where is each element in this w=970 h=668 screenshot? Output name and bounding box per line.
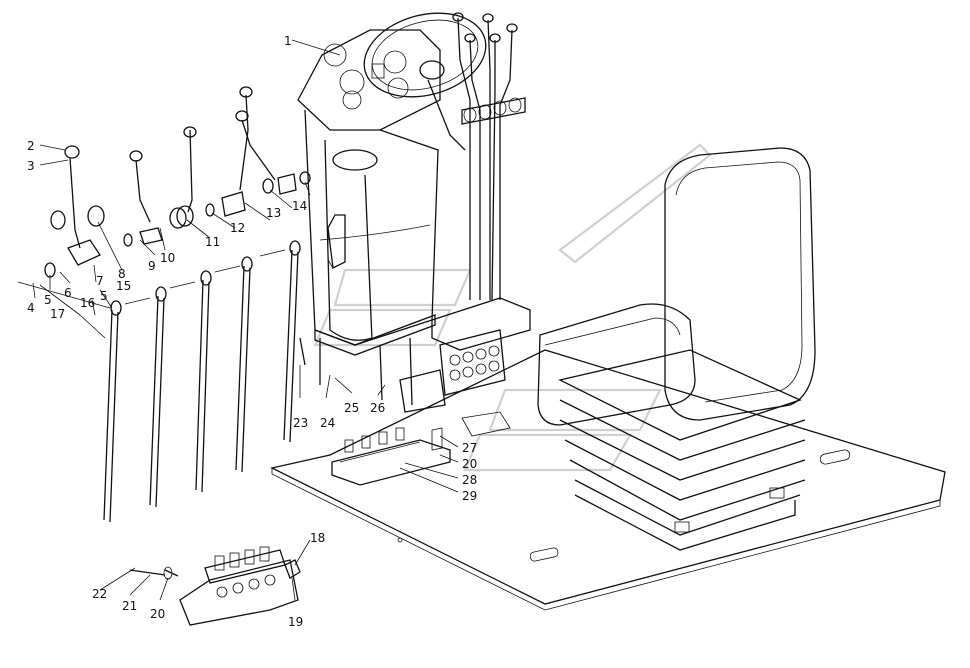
callout-1: 1 bbox=[284, 34, 292, 48]
callout-28: 28 bbox=[462, 473, 477, 487]
callout-22: 22 bbox=[92, 587, 107, 601]
callout-6: 6 bbox=[64, 286, 72, 300]
callout-27: 27 bbox=[462, 441, 477, 455]
callout-3: 3 bbox=[27, 159, 35, 173]
callout-2: 2 bbox=[27, 139, 35, 153]
valve-block-lower bbox=[129, 546, 301, 626]
watermark-logo bbox=[313, 143, 712, 472]
callout-5b: 5 bbox=[100, 289, 108, 303]
exploded-levers bbox=[44, 86, 311, 278]
callout-17: 17 bbox=[50, 307, 65, 321]
callout-18: 18 bbox=[310, 531, 325, 545]
callout-14: 14 bbox=[292, 199, 307, 213]
leader-lines bbox=[32, 39, 459, 601]
callout-10: 10 bbox=[160, 251, 175, 265]
rubber-boot bbox=[331, 427, 451, 486]
callout-21: 21 bbox=[122, 599, 137, 613]
callout-20b: 20 bbox=[462, 457, 477, 471]
callout-labels: 1 2 3 4 5 6 7 8 9 10 11 12 13 14 15 16 5… bbox=[27, 34, 477, 629]
callout-25: 25 bbox=[344, 401, 359, 415]
callout-4: 4 bbox=[27, 301, 35, 315]
callout-8: 8 bbox=[118, 267, 126, 281]
steering-console bbox=[297, 12, 487, 413]
callout-16: 16 bbox=[80, 296, 95, 310]
callout-9: 9 bbox=[148, 259, 156, 273]
floor-plate bbox=[270, 349, 946, 611]
callout-12: 12 bbox=[230, 221, 245, 235]
callout-20a: 20 bbox=[150, 607, 165, 621]
callout-19: 19 bbox=[288, 615, 303, 629]
operator-seat bbox=[537, 147, 816, 551]
callout-5a: 5 bbox=[44, 293, 52, 307]
callout-15: 15 bbox=[116, 279, 131, 293]
control-levers bbox=[452, 12, 526, 301]
callout-13: 13 bbox=[266, 206, 281, 220]
callout-26: 26 bbox=[370, 401, 385, 415]
callout-24: 24 bbox=[320, 416, 335, 430]
valve-block-upper bbox=[431, 297, 531, 396]
callout-11: 11 bbox=[205, 235, 220, 249]
callout-7: 7 bbox=[96, 274, 104, 288]
control-rods bbox=[17, 240, 301, 523]
callout-29: 29 bbox=[462, 489, 477, 503]
callout-23: 23 bbox=[293, 416, 308, 430]
